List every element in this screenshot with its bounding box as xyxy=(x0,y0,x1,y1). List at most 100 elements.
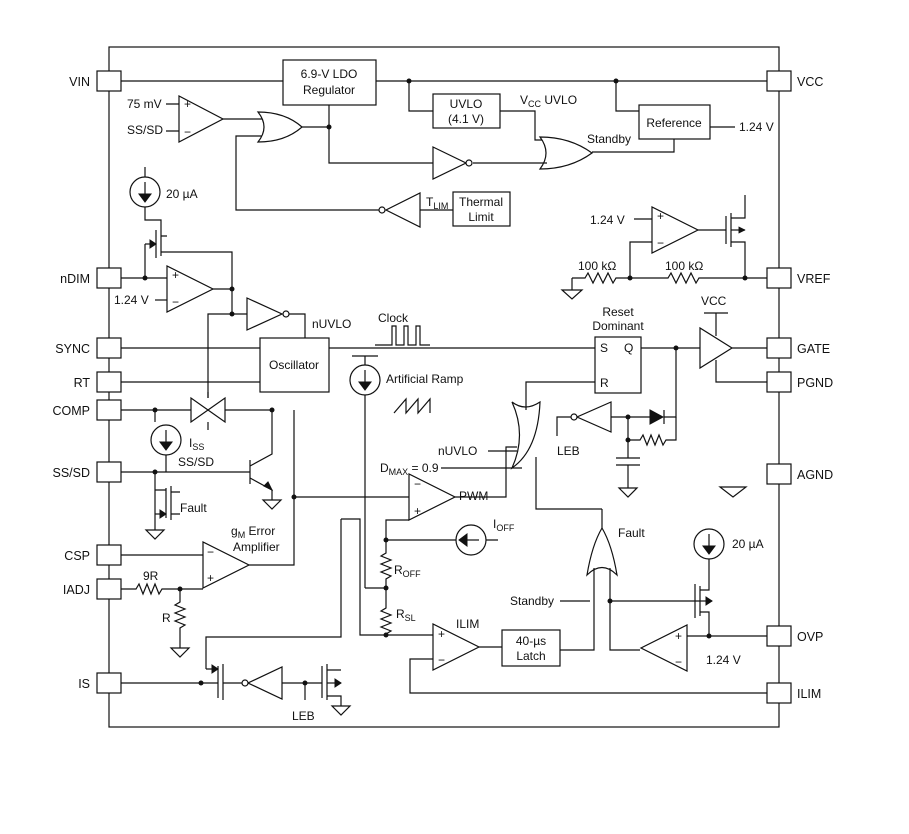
r9-label: 9R xyxy=(143,569,159,583)
svg-text:VIN: VIN xyxy=(69,75,90,89)
pin-ilim: ILIM xyxy=(766,682,821,704)
leb-resistor xyxy=(627,417,677,447)
svg-text:6.9-V LDO: 6.9-V LDO xyxy=(301,67,358,81)
pin-pgnd: PGND xyxy=(766,371,833,393)
pin-agnd: AGND xyxy=(766,463,833,485)
ovp-mosfet xyxy=(694,572,713,636)
ilim-comparator: + − xyxy=(432,623,481,671)
svg-text:GATE: GATE xyxy=(797,342,830,356)
svg-text:Regulator: Regulator xyxy=(303,83,355,97)
svg-text:S: S xyxy=(600,341,608,355)
gm-error-amplifier: − + xyxy=(202,541,251,589)
svg-text:AGND: AGND xyxy=(797,468,833,482)
ss-ground-symbol xyxy=(261,499,283,510)
pin-sync: SYNC xyxy=(55,337,122,359)
clock-waveform-icon xyxy=(375,325,430,346)
resistor-100k-b xyxy=(658,271,745,285)
amplifier-label: Amplifier xyxy=(233,540,280,554)
svg-text:UVLO: UVLO xyxy=(450,97,483,111)
leb-capacitor xyxy=(616,440,640,498)
gate-driver xyxy=(699,326,734,370)
pin-ndim: nDIM xyxy=(60,267,122,289)
transmission-gate xyxy=(190,392,226,430)
svg-text:ILIM: ILIM xyxy=(797,687,821,701)
uvlo-inverter xyxy=(432,146,468,180)
vref-124-label: 1.24 V xyxy=(590,213,625,227)
r-label: R xyxy=(162,611,171,625)
reset-label: Reset xyxy=(602,305,634,319)
tlim-label: TLIM xyxy=(426,195,448,211)
svg-text:−: − xyxy=(657,236,664,250)
svg-text:R: R xyxy=(600,376,609,390)
svg-text:−: − xyxy=(172,295,179,309)
reference-voltage-label: 1.24 V xyxy=(739,120,774,134)
nuvlo-mid-label: nUVLO xyxy=(438,444,477,458)
ua20-bottom-label: 20 µA xyxy=(732,537,764,551)
vref-opamp: + − xyxy=(651,206,700,254)
svg-text:Thermal: Thermal xyxy=(459,195,503,209)
resistor-r xyxy=(169,589,191,658)
thermal-inverter xyxy=(384,192,421,228)
thermal-limit-block: Thermal Limit xyxy=(452,191,511,227)
svg-text:−: − xyxy=(414,477,421,491)
ua20-top-label: 20 µA xyxy=(166,187,198,201)
svg-text:IADJ: IADJ xyxy=(63,583,90,597)
svg-text:+: + xyxy=(414,504,421,518)
dominant-label: Dominant xyxy=(592,319,644,333)
ramp-waveform-icon xyxy=(393,397,431,415)
svg-text:(4.1 V): (4.1 V) xyxy=(448,112,484,126)
svg-text:PGND: PGND xyxy=(797,376,833,390)
svg-text:+: + xyxy=(438,627,445,641)
fault-left-label: Fault xyxy=(180,501,207,515)
pin-rt: RT xyxy=(74,371,122,393)
standby-top-label: Standby xyxy=(587,132,631,146)
ndim-124-label: 1.24 V xyxy=(114,293,149,307)
svg-text:OVP: OVP xyxy=(797,630,823,644)
vref-mosfet xyxy=(725,195,746,278)
svg-text:IS: IS xyxy=(78,677,90,691)
nuvlo-inverter xyxy=(246,297,284,331)
leb-inverter xyxy=(575,401,612,433)
vcc-gate-label: VCC xyxy=(701,294,727,308)
current-source-20ua-bottom xyxy=(693,528,725,572)
uvlo-block: UVLO (4.1 V) xyxy=(432,93,501,129)
iss-current-source xyxy=(150,424,182,472)
sr-latch-block: S Q R xyxy=(594,336,642,394)
fault-mosfet-left xyxy=(144,472,180,540)
pin-vin: VIN xyxy=(69,70,122,92)
ss-sd-input-label: SS/SD xyxy=(127,123,163,137)
ilim-comparator-label: ILIM xyxy=(456,617,479,631)
svg-text:CSP: CSP xyxy=(64,549,90,563)
svg-text:40-µs: 40-µs xyxy=(516,634,546,648)
svg-text:Reference: Reference xyxy=(646,116,702,130)
ovp-comparator: + − xyxy=(639,624,688,672)
ioff-current-source xyxy=(386,524,498,556)
pin-ss-sd: SS/SD xyxy=(52,461,122,483)
svg-text:VCC: VCC xyxy=(797,75,823,89)
ldo-regulator-block: 6.9-V LDO Regulator xyxy=(282,59,377,106)
reference-block: Reference xyxy=(638,104,711,140)
rsl-label: RSL xyxy=(396,607,416,623)
svg-text:SYNC: SYNC xyxy=(55,342,90,356)
pin-is: IS xyxy=(78,672,122,694)
ss-sd-mid-label: SS/SD xyxy=(178,455,214,469)
oscillator-block: Oscillator xyxy=(259,337,330,393)
standby-bottom-label: Standby xyxy=(510,594,554,608)
ss-comparator: + − xyxy=(178,95,225,143)
dmax-label: DMAX = 0.9 xyxy=(380,461,439,477)
pin-vcc: VCC xyxy=(766,70,823,92)
svg-text:Oscillator: Oscillator xyxy=(269,358,319,372)
ic-boundary xyxy=(108,46,780,728)
svg-text:Limit: Limit xyxy=(468,210,494,224)
svg-text:+: + xyxy=(172,268,179,282)
bjt-transistor xyxy=(249,448,274,500)
fault-right-label: Fault xyxy=(618,526,645,540)
resistor-rsl xyxy=(379,598,393,635)
ndim-mosfet xyxy=(144,230,233,300)
svg-text:+: + xyxy=(657,209,664,223)
svg-text:RT: RT xyxy=(74,376,91,390)
pwm-comparator: − + xyxy=(408,473,457,521)
iss-label: ISS xyxy=(189,436,204,452)
nuvlo-top-label: nUVLO xyxy=(312,317,351,331)
pin-ovp: OVP xyxy=(766,625,823,647)
